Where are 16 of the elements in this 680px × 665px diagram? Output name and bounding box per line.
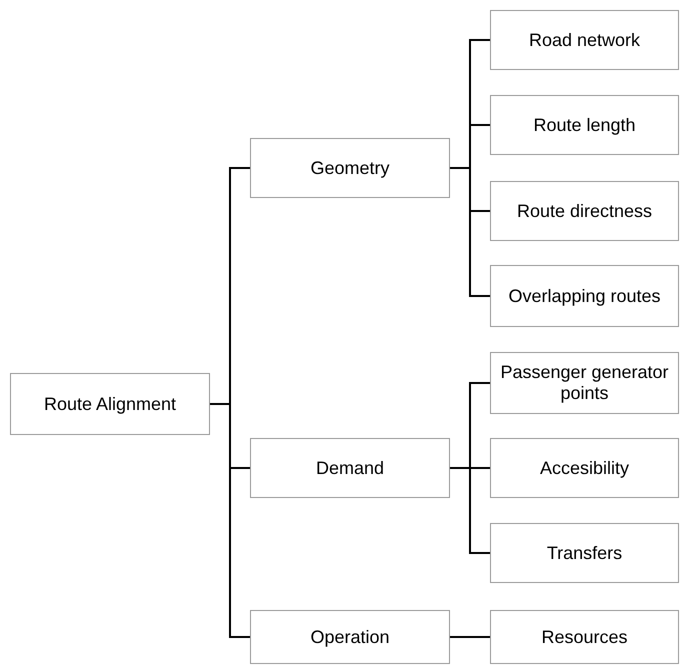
connector-line	[450, 636, 490, 638]
category-box: Transfers	[490, 523, 679, 583]
category-box: Accesibility	[490, 438, 679, 498]
category-box: Demand	[250, 438, 450, 498]
connector-line	[210, 403, 250, 638]
category-box: Route length	[490, 95, 679, 155]
category-box: Operation	[250, 610, 450, 664]
category-box: Resources	[490, 610, 679, 664]
category-box: Route directness	[490, 181, 679, 241]
connector-line	[450, 167, 490, 297]
category-box: Passenger generator points	[490, 352, 679, 414]
category-box: Road network	[490, 10, 679, 70]
category-box: Route Alignment	[10, 373, 210, 435]
category-box: Geometry	[250, 138, 450, 198]
category-box: Overlapping routes	[490, 265, 679, 327]
connector-line	[450, 467, 490, 554]
